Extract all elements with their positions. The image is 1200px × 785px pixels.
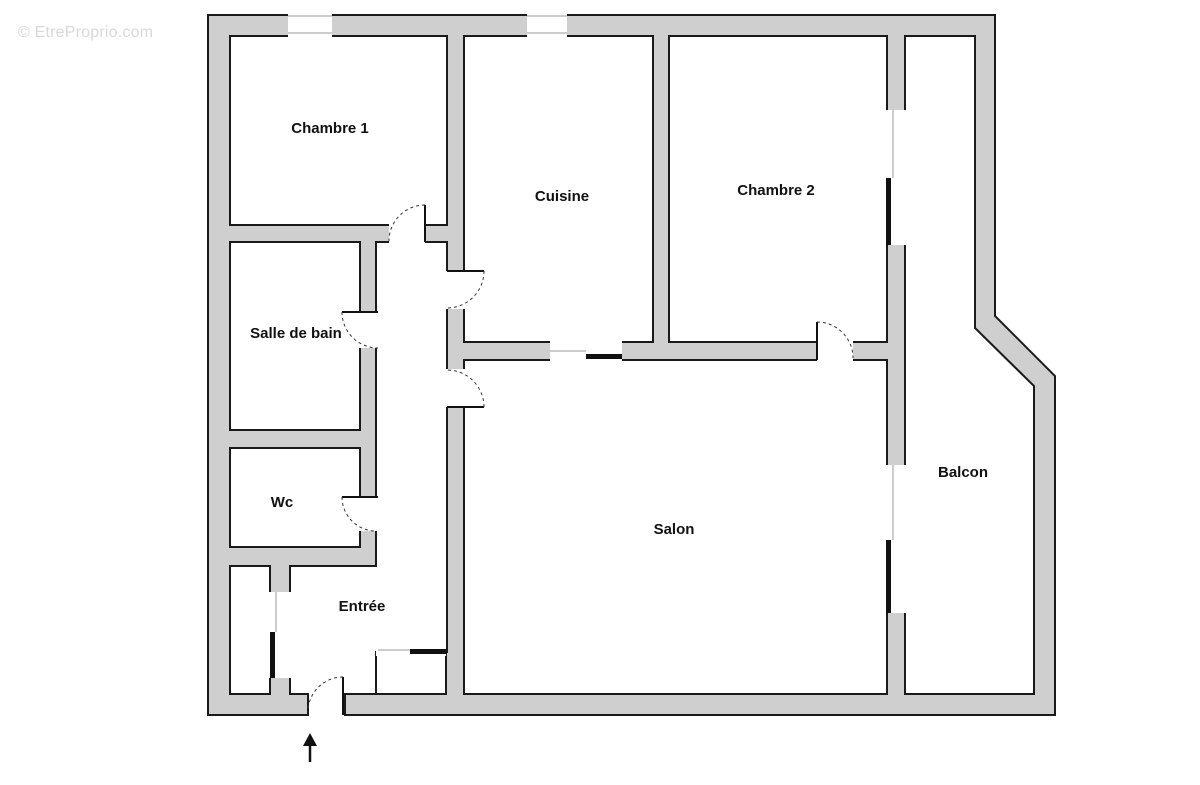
sliding-door-store [376, 648, 446, 656]
room-wc [229, 447, 361, 548]
door-salle-de-bain [341, 311, 379, 349]
door-cuisine [446, 270, 485, 309]
door-salon [446, 369, 485, 408]
window-chambre-2-balcon [885, 110, 907, 245]
up-arrow-icon [303, 733, 317, 762]
watermark: © EtreProprio.com [18, 24, 154, 41]
label-chambre-2: Chambre 2 [737, 182, 815, 199]
label-cuisine: Cuisine [535, 188, 589, 205]
window-salon-balcon [885, 465, 907, 613]
room-chambre-1 [229, 35, 448, 226]
label-balcon: Balcon [938, 464, 988, 481]
label-wc: Wc [271, 494, 294, 511]
label-salle-de-bain: Salle de bain [250, 325, 342, 342]
door-gap-chambre-2 [817, 340, 853, 362]
room-balcon [904, 35, 1035, 695]
window-top-kitchen [527, 13, 567, 37]
door-gap-entrance [309, 692, 344, 716]
room-salon [463, 359, 888, 695]
label-chambre-1: Chambre 1 [291, 120, 369, 137]
room-chambre-2 [668, 35, 888, 343]
door-gap-cuisine [445, 271, 467, 309]
sliding-door-kitchen-salon [550, 340, 622, 362]
label-entree: Entrée [339, 598, 386, 615]
door-chambre-1 [388, 204, 426, 242]
room-small-store [375, 651, 447, 695]
room-closet [229, 565, 271, 695]
sliding-door-closet [268, 592, 292, 678]
door-gap-salon [445, 369, 467, 407]
door-chambre-2 [816, 321, 854, 360]
window-top-left [288, 13, 332, 37]
label-salon: Salon [654, 521, 695, 538]
door-gap-wc [358, 497, 378, 531]
door-gap-salle-de-bain [358, 312, 378, 348]
door-gap-chambre-1 [389, 224, 425, 244]
room-salle-de-bain [229, 241, 361, 431]
door-wc [341, 496, 378, 532]
door-entrance [307, 676, 344, 715]
